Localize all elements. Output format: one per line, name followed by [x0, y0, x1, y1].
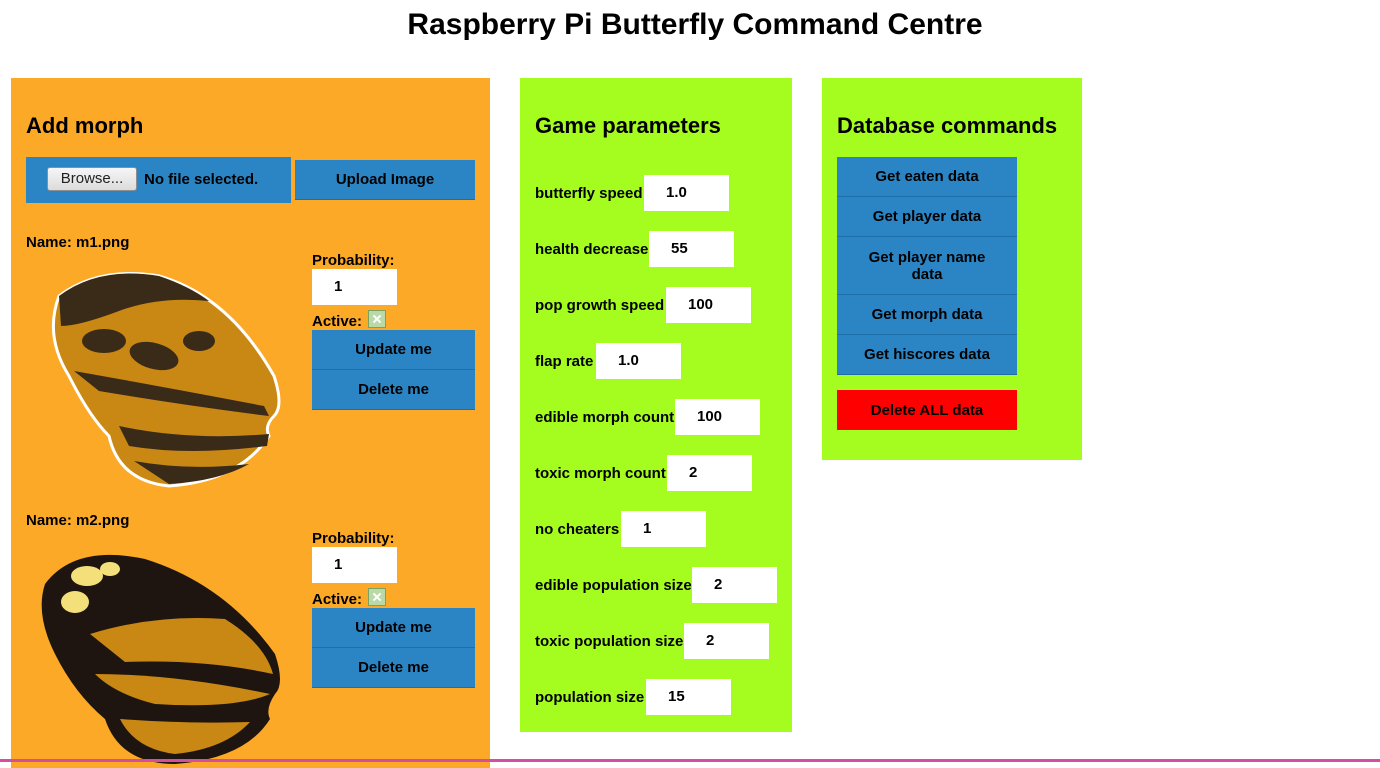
param-label: population size — [535, 689, 645, 706]
param-label: edible population size — [535, 577, 692, 594]
butterfly-wing-image — [41, 554, 281, 764]
param-label: health decrease — [535, 241, 649, 258]
param-label: no cheaters — [535, 521, 620, 538]
param-input[interactable]: 2 — [667, 455, 752, 491]
active-checkbox-icon[interactable] — [368, 588, 386, 606]
probability-input[interactable]: 1 — [312, 547, 397, 583]
param-label: toxic morph count — [535, 465, 666, 482]
probability-input[interactable]: 1 — [312, 269, 397, 305]
param-label: toxic population size — [535, 633, 684, 650]
param-input[interactable]: 2 — [692, 567, 777, 603]
param-input[interactable]: 2 — [684, 623, 769, 659]
active-label: Active: — [312, 313, 363, 330]
butterfly-wing-image — [51, 272, 281, 488]
database-commands-heading: Database commands — [837, 113, 1058, 138]
get-player-data-button[interactable]: Get player data — [837, 197, 1017, 237]
param-label: flap rate — [535, 353, 594, 370]
active-checkbox-icon[interactable] — [368, 310, 386, 328]
file-picker[interactable]: Browse... No file selected. — [26, 157, 291, 203]
add-morph-panel: Add morph Browse... No file selected. Up… — [11, 78, 490, 768]
get-hiscores-data-button[interactable]: Get hiscores data — [837, 335, 1017, 375]
param-label: butterfly speed — [535, 185, 643, 202]
param-input[interactable]: 1.0 — [644, 175, 729, 211]
update-morph-button[interactable]: Update me — [312, 330, 475, 370]
param-input[interactable]: 1 — [621, 511, 706, 547]
update-morph-button[interactable]: Update me — [312, 608, 475, 648]
param-label: edible morph count — [535, 409, 675, 426]
delete-all-data-button[interactable]: Delete ALL data — [837, 390, 1017, 430]
delete-morph-button[interactable]: Delete me — [312, 648, 475, 688]
morph-name: Name: m1.png — [26, 234, 130, 251]
bottom-divider — [0, 759, 1380, 762]
get-eaten-data-button[interactable]: Get eaten data — [837, 157, 1017, 197]
browse-button[interactable]: Browse... — [47, 167, 137, 191]
param-input[interactable]: 100 — [675, 399, 760, 435]
probability-label: Probability: — [312, 252, 395, 269]
get-player-name-data-button[interactable]: Get player name data — [837, 237, 1017, 295]
database-commands-panel: Database commands Get eaten data Get pla… — [822, 78, 1082, 460]
param-input[interactable]: 1.0 — [596, 343, 681, 379]
param-input[interactable]: 55 — [649, 231, 734, 267]
param-input[interactable]: 100 — [666, 287, 751, 323]
add-morph-heading: Add morph — [26, 113, 144, 138]
param-input[interactable]: 15 — [646, 679, 731, 715]
active-label: Active: — [312, 591, 363, 608]
param-label: pop growth speed — [535, 297, 665, 314]
upload-image-button[interactable]: Upload Image — [295, 160, 475, 200]
delete-morph-button[interactable]: Delete me — [312, 370, 475, 410]
game-parameters-panel: Game parameters butterfly speed 1.0 heal… — [520, 78, 792, 732]
page-title: Raspberry Pi Butterfly Command Centre — [407, 8, 983, 41]
file-status-text: No file selected. — [144, 171, 259, 188]
probability-label: Probability: — [312, 530, 395, 547]
game-parameters-heading: Game parameters — [535, 113, 721, 138]
get-morph-data-button[interactable]: Get morph data — [837, 295, 1017, 335]
morph-name: Name: m2.png — [26, 512, 130, 529]
